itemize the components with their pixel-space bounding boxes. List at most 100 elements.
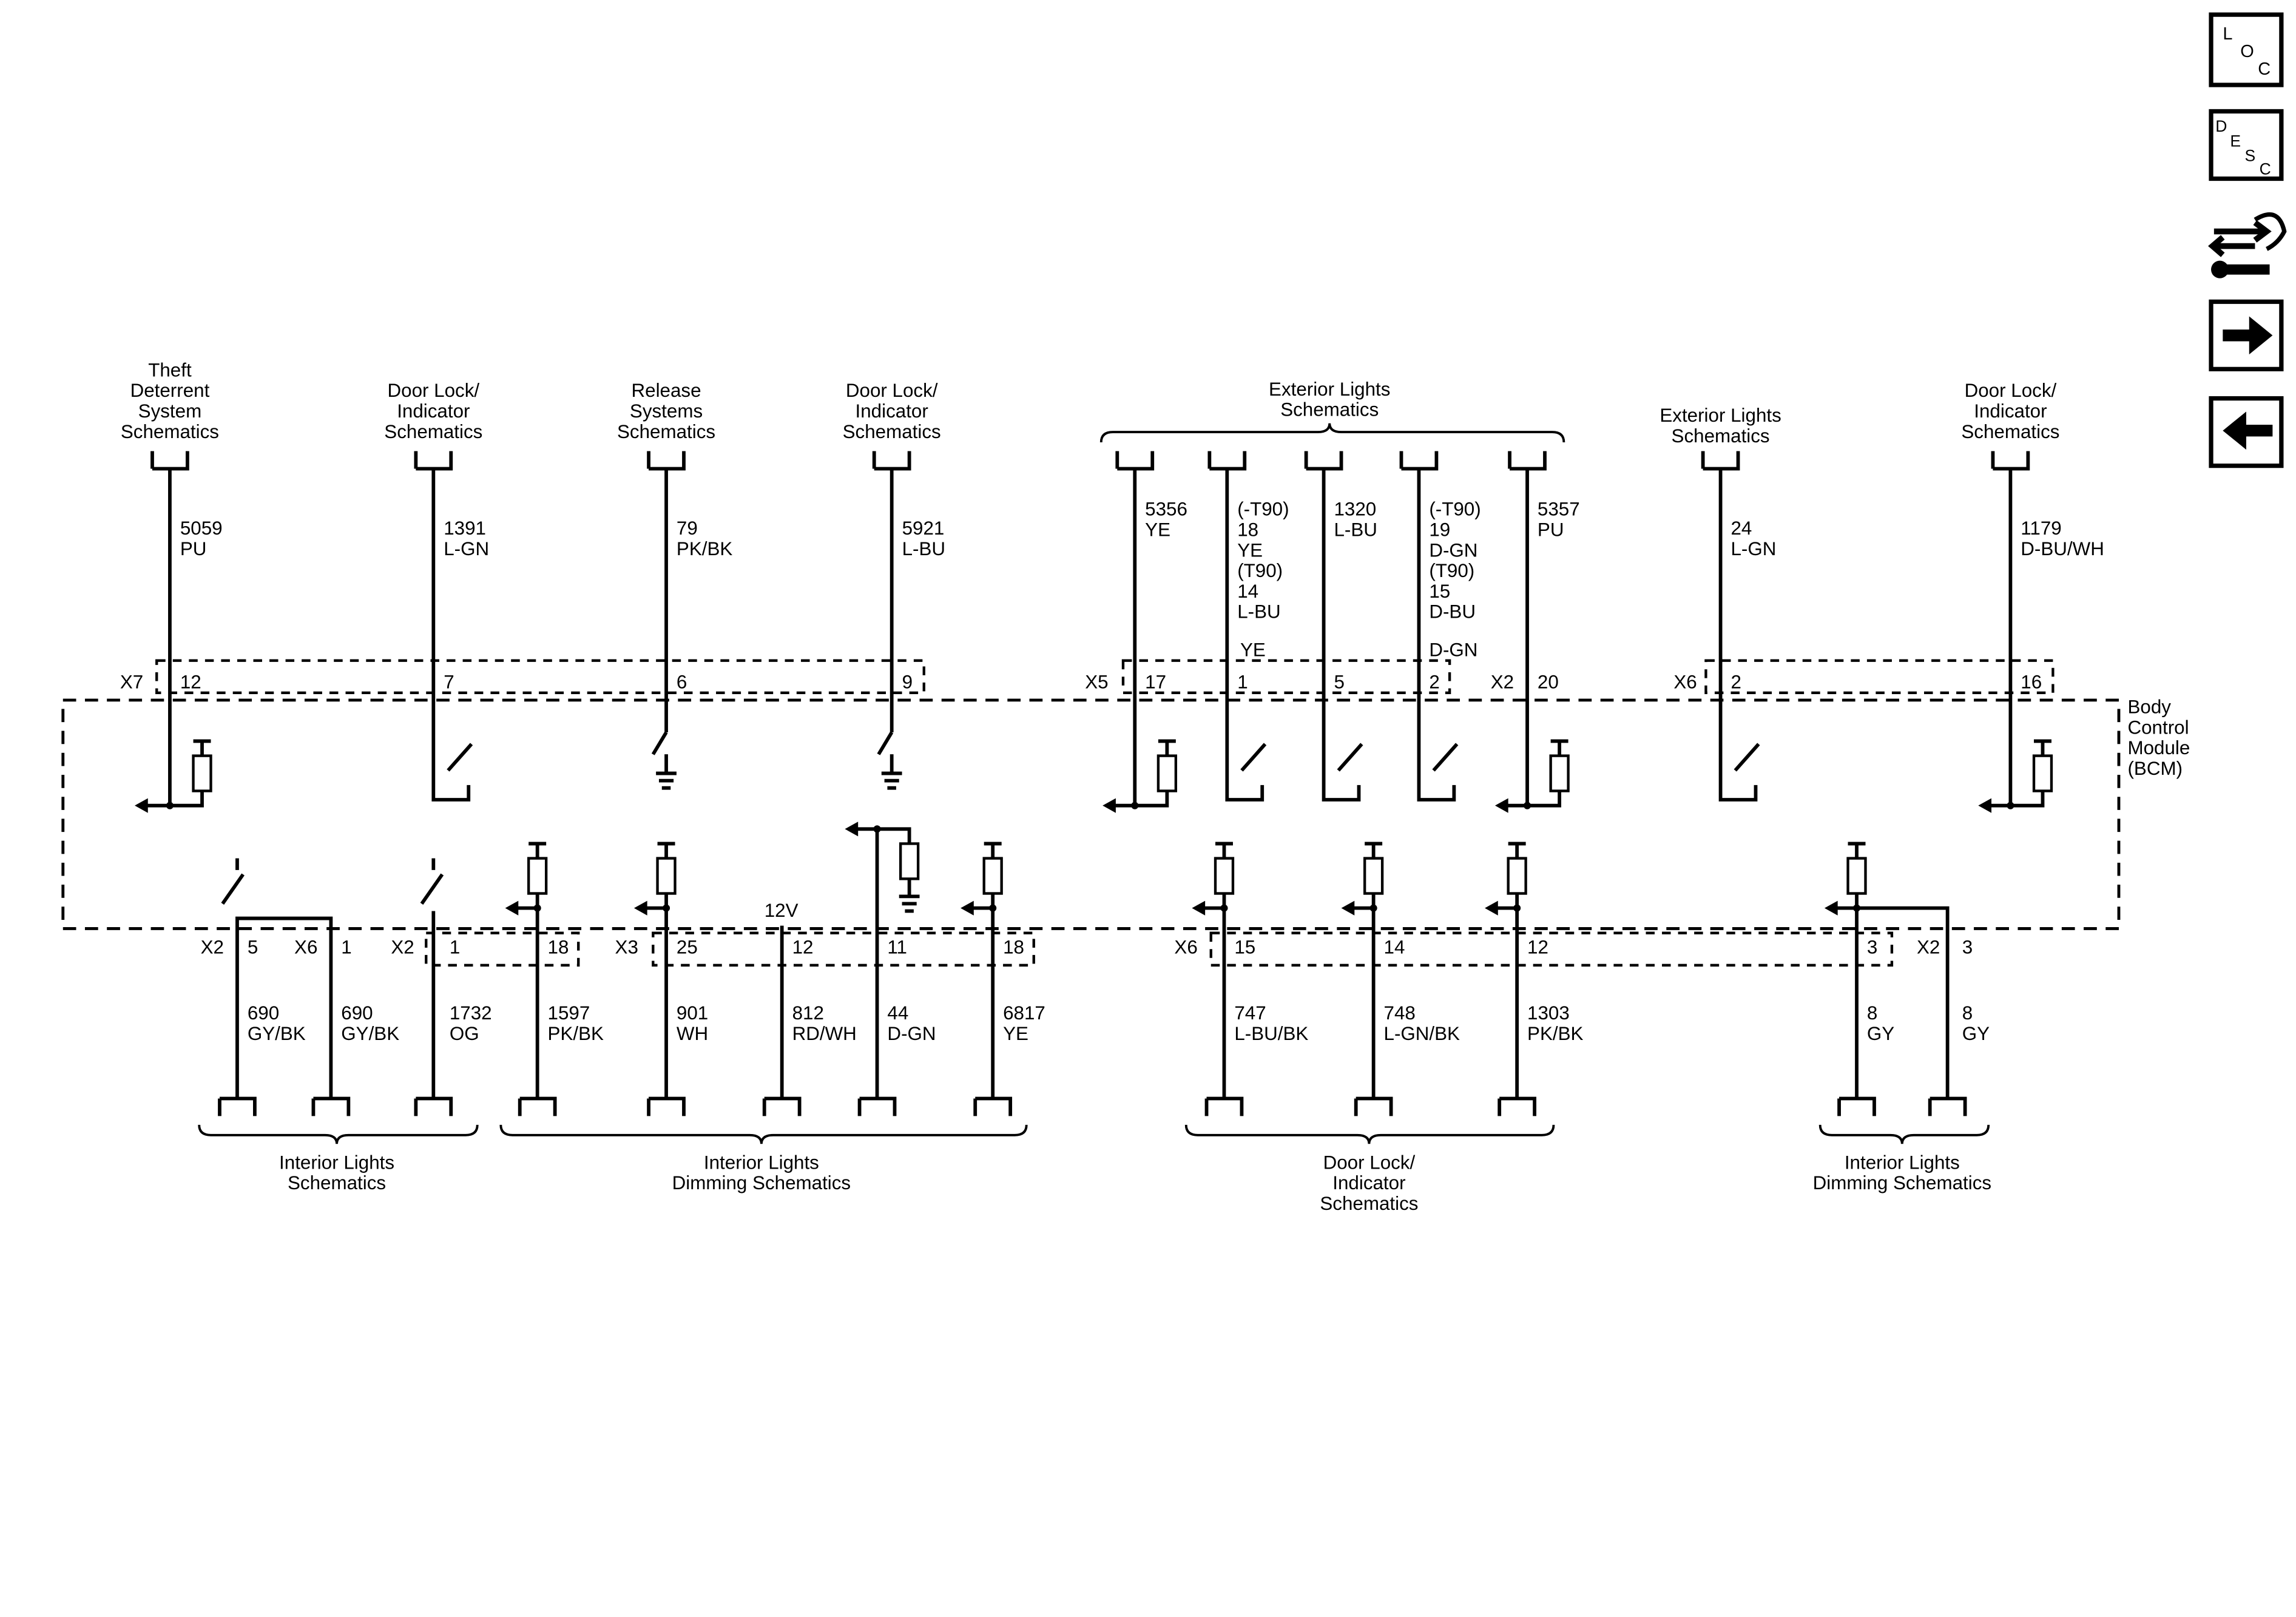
bottom-label-interior-dimming-1: Interior Lights Dimming Schematics [672,1152,851,1193]
svg-text:PK/BK: PK/BK [548,1023,604,1044]
svg-text:1: 1 [1237,672,1248,693]
svg-text:79: 79 [677,518,698,539]
connector-x2-top: X2 [1491,672,1514,693]
connector-x6-bottom-2: X6 [1174,936,1197,957]
svg-text:WH: WH [677,1023,708,1044]
svg-text:6817: 6817 [1003,1002,1045,1024]
svg-text:PU: PU [1538,519,1564,541]
svg-text:7: 7 [444,672,454,693]
svg-text:5059: 5059 [180,518,223,539]
svg-text:1320: 1320 [1334,499,1376,520]
connector-x6-bottom-1: X6 [294,936,317,957]
svg-text:GY: GY [1962,1023,1990,1044]
svg-text:L-GN: L-GN [1730,538,1776,559]
svg-text:14: 14 [1384,936,1405,957]
svg-text:(T90): (T90) [1429,560,1474,581]
svg-text:Indicator: Indicator [397,400,470,422]
top-connector-box-x5 [1121,659,1451,694]
internal-bottom-circuits [221,822,1950,1099]
svg-text:1732: 1732 [450,1002,492,1024]
svg-text:Indicator: Indicator [1332,1172,1405,1193]
svg-text:Dimming Schematics: Dimming Schematics [1813,1172,1991,1193]
next-page-button[interactable] [2209,299,2284,371]
bottom-bracket-doorlock [1184,1124,1555,1144]
svg-text:20: 20 [1538,672,1559,693]
svg-text:12: 12 [792,936,814,957]
bcm-module-outline [61,698,2121,930]
svg-text:5: 5 [248,936,258,957]
svg-text:11: 11 [887,936,907,957]
svg-text:Interior Lights: Interior Lights [1845,1152,1960,1173]
svg-text:1179: 1179 [2021,518,2061,539]
svg-text:15: 15 [1234,936,1255,957]
svg-text:D-GN: D-GN [1429,539,1477,561]
svg-text:RD/WH: RD/WH [792,1023,857,1044]
svg-text:5356: 5356 [1145,499,1187,520]
top-label-doorlock-2: Door Lock/ Indicator Schematics [843,380,941,442]
top-wire-24: 24L-GN [1730,518,1776,559]
top-label-release: Release Systems Schematics [617,380,715,442]
svg-text:12: 12 [180,672,201,693]
top-label-exterior-lights-2: Exterior Lights Schematics [1660,405,1781,447]
svg-text:PK/BK: PK/BK [1527,1023,1583,1044]
desc-button[interactable]: D E S C [2209,109,2284,181]
svg-text:18: 18 [548,936,569,957]
svg-text:L-BU: L-BU [902,538,945,559]
svg-text:D-GN: D-GN [887,1023,936,1044]
svg-text:Door Lock/: Door Lock/ [846,380,938,401]
svg-text:Interior Lights: Interior Lights [279,1152,394,1173]
top-terminals [150,451,2030,471]
svg-text:Theft: Theft [148,359,192,380]
svg-text:(T90): (T90) [1237,560,1283,581]
svg-text:8: 8 [1962,1002,1973,1024]
svg-text:YE: YE [1237,539,1263,561]
svg-text:PK/BK: PK/BK [677,538,732,559]
svg-text:6: 6 [677,672,687,693]
svg-text:(-T90): (-T90) [1237,499,1289,520]
bottom-label-interior-lights: Interior Lights Schematics [279,1152,394,1193]
bottom-connector-box-x2 [425,931,580,967]
top-wire-t90-dgn: (-T90) 19 D-GN (T90) 15 D-BU D-GN [1429,499,1481,661]
svg-text:GY/BK: GY/BK [248,1023,306,1044]
loc-letter-c: C [2258,59,2271,79]
svg-text:18: 18 [1237,519,1258,541]
svg-text:44: 44 [887,1002,908,1024]
svg-text:1303: 1303 [1527,1002,1570,1024]
svg-text:PU: PU [180,538,207,559]
svg-text:Schematics: Schematics [384,421,482,442]
svg-text:5357: 5357 [1538,499,1580,520]
svg-text:Control: Control [2127,717,2189,738]
top-connector-box-x6 [1704,659,2055,694]
svg-text:Module: Module [2127,737,2190,758]
desc-letter-c: C [2260,160,2271,178]
svg-text:Deterrent: Deterrent [130,380,210,401]
prev-page-button[interactable] [2209,396,2284,468]
bottom-connector-box-x3 [652,931,1035,967]
svg-text:L-BU: L-BU [1237,601,1280,623]
svg-text:Schematics: Schematics [1961,421,2059,442]
arrow-right-icon [2223,316,2273,355]
top-label-exterior-lights-1: Exterior Lights Schematics [1269,379,1390,420]
svg-text:19: 19 [1429,519,1450,541]
svg-text:D-GN: D-GN [1429,639,1477,660]
top-label-doorlock-1: Door Lock/ Indicator Schematics [384,380,482,442]
bottom-pins: 5 1 1 18 25 12 11 18 15 14 12 3 3 [248,936,1973,957]
connector-x6-top: X6 [1673,672,1697,693]
bottom-bracket-interior-lights [198,1124,479,1144]
top-bracket-exterior-lights [1099,423,1565,443]
connector-x3-bottom: X3 [615,936,638,957]
svg-text:1391: 1391 [444,518,486,539]
svg-text:18: 18 [1003,936,1024,957]
repair-procedure-icon[interactable] [2208,212,2287,279]
svg-text:12: 12 [1527,936,1548,957]
loc-button[interactable]: L O C [2209,12,2284,87]
svg-text:3: 3 [1962,936,1973,957]
bcm-label: Body Control Module (BCM) [2127,697,2190,779]
